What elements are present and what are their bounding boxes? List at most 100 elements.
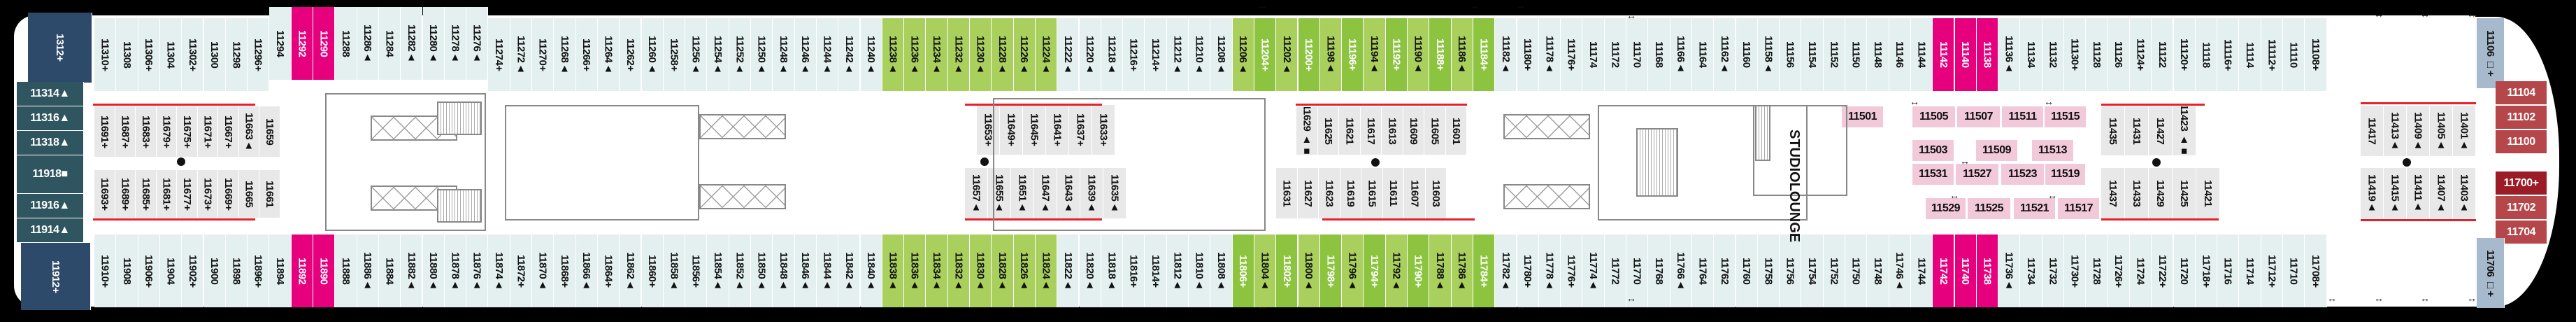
cabin-11685[interactable]: 11685+ (136, 170, 157, 218)
cabin-11854[interactable]: 11854▲ (707, 234, 729, 307)
cabin-11677[interactable]: 11677+ (177, 170, 198, 218)
cabin-11790[interactable]: 11790+ (1408, 234, 1430, 307)
cabin-11160[interactable]: 11160 (1736, 18, 1758, 91)
cabin-11166[interactable]: 11166▲ (1670, 18, 1692, 91)
studio-11503[interactable]: 11503 (1912, 140, 1954, 161)
cabin-11176[interactable]: 11176+ (1561, 18, 1583, 91)
cabin-11206[interactable]: 11206▲ (1232, 18, 1254, 91)
cabin-11142[interactable]: 11142 (1933, 18, 1955, 91)
cabin-11300[interactable]: 11300 (203, 18, 226, 91)
cabin-11631[interactable]: 11631 (1276, 168, 1298, 218)
cabin-11180[interactable]: 11180+ (1517, 18, 1539, 91)
cabin-11655[interactable]: 11655▲ (988, 168, 1011, 218)
cabin-11116[interactable]: 11116+ (2217, 18, 2240, 91)
cabin-11820[interactable]: 11820▲ (1079, 234, 1101, 307)
cabin-11898[interactable]: 11898 (225, 234, 248, 307)
cabin-11900[interactable]: 11900 (203, 234, 226, 307)
cabin-11708[interactable]: 11708+ (2305, 234, 2327, 307)
cabin-11816[interactable]: 11816+ (1123, 234, 1145, 307)
cabin-11647[interactable]: 11647▲ (1034, 168, 1057, 218)
cabin-11906[interactable]: 11906+ (138, 234, 160, 307)
cabin-11744[interactable]: 11744 (1910, 234, 1933, 307)
cabin-11657[interactable]: 11657▲ (965, 168, 988, 218)
cabin-11130[interactable]: 11130+ (2064, 18, 2087, 91)
cabin-11840[interactable]: 11840▲ (860, 234, 882, 307)
cabin-11222[interactable]: 11222▲ (1057, 18, 1080, 91)
cabin-11886[interactable]: 11886▲ (357, 234, 379, 307)
cabin-11429[interactable]: 11429 (2149, 168, 2173, 218)
cabin-11248[interactable]: 11248▲ (773, 18, 795, 91)
cabin-11156[interactable]: 11156 (1780, 18, 1802, 91)
cabin-11633[interactable]: 11633+ (1092, 105, 1115, 155)
cabin-11437[interactable]: 11437 (2101, 168, 2125, 218)
cabin-11170[interactable]: 11170 (1626, 18, 1649, 91)
cabin-11108[interactable]: 11108+ (2305, 18, 2327, 91)
studio-11513[interactable]: 11513 (2032, 140, 2074, 161)
studio-11507[interactable]: 11507 (1957, 106, 2001, 127)
cabin-11665[interactable]: 11665 (238, 170, 259, 218)
cabin-11826[interactable]: 11826▲ (1013, 234, 1036, 307)
cabin-11750[interactable]: 11750 (1845, 234, 1868, 307)
suite-11100[interactable]: 11100 (2496, 130, 2547, 153)
cabin-11150[interactable]: 11150 (1845, 18, 1868, 91)
cabin-11204[interactable]: 11204+ (1254, 18, 1277, 91)
cabin-11431[interactable]: 11431 (2125, 106, 2149, 155)
cabin-11262[interactable]: 11262+ (620, 18, 642, 91)
cabin-11712[interactable]: 11712+ (2261, 234, 2283, 307)
cabin-11619[interactable]: 11619 (1340, 168, 1361, 218)
cabin-11306[interactable]: 11306+ (138, 18, 160, 91)
cabin-11910[interactable]: 11910+ (94, 234, 117, 307)
cabin-11192[interactable]: 11192+ (1385, 18, 1408, 91)
cabin-11609[interactable]: 11609 (1403, 107, 1424, 155)
cabin-11814[interactable]: 11814+ (1145, 234, 1167, 307)
cabin-11714[interactable]: 11714 (2239, 234, 2261, 307)
cabin-11850[interactable]: 11850▲ (751, 234, 773, 307)
cabin-11722[interactable]: 11722+ (2152, 234, 2174, 307)
cabin-11288[interactable]: 11288 (335, 7, 357, 80)
cabin-11774[interactable]: 11774▲ (1582, 234, 1605, 307)
cabin-11649[interactable]: 11649+ (1000, 105, 1023, 155)
cabin-11427[interactable]: 11427 (2149, 106, 2173, 155)
cabin-11264[interactable]: 11264▲ (597, 18, 620, 91)
cabin-11876[interactable]: 11876▲ (466, 234, 489, 307)
cabin-11830[interactable]: 11830▲ (970, 234, 992, 307)
cabin-11804[interactable]: 11804▲ (1254, 234, 1277, 307)
cabin-11824[interactable]: 11824▲ (1035, 234, 1058, 307)
cabin-11304[interactable]: 11304 (159, 18, 183, 91)
cabin-11810[interactable]: 11810▲ (1189, 234, 1211, 307)
cabin-11718[interactable]: 11718+ (2195, 234, 2218, 307)
cabin-11754[interactable]: 11754 (1801, 234, 1824, 307)
cabin-11188[interactable]: 11188+ (1429, 18, 1452, 91)
cabin-11218[interactable]: 11218▲ (1101, 18, 1124, 91)
cabin-11892[interactable]: 11892 (291, 234, 313, 307)
suite-11314[interactable]: 11314▲ (17, 82, 84, 106)
cabin-11842[interactable]: 11842▲ (838, 234, 861, 307)
cabin-11280[interactable]: 11280▲ (422, 7, 445, 80)
cabin-11844[interactable]: 11844▲ (816, 234, 839, 307)
cabin-11894[interactable]: 11894 (269, 234, 292, 307)
cabin-11639[interactable]: 11639▲ (1080, 168, 1103, 218)
cabin-11768[interactable]: 11768 (1648, 234, 1670, 307)
cabin-11788[interactable]: 11788▲ (1429, 234, 1452, 307)
cabin-11403[interactable]: 11403▲ (2453, 168, 2476, 218)
cabin-11890[interactable]: 11890 (313, 234, 336, 307)
cabin-11298[interactable]: 11298 (225, 18, 248, 91)
cabin-11866[interactable]: 11866▲ (575, 234, 598, 307)
cabin-11122[interactable]: 11122 (2152, 18, 2174, 91)
cabin-11746[interactable]: 11746▲ (1889, 234, 1911, 307)
cabin-11778[interactable]: 11778▲ (1538, 234, 1561, 307)
cabin-11872[interactable]: 11872+ (510, 234, 532, 307)
cabin-11246[interactable]: 11246▲ (794, 18, 817, 91)
cabin-11896[interactable]: 11896+ (248, 234, 270, 307)
cabin-11168[interactable]: 11168 (1648, 18, 1670, 91)
cabin-11669[interactable]: 11669+ (218, 170, 239, 218)
cabin-11679[interactable]: 11679+ (156, 106, 177, 157)
cabin-11742[interactable]: 11742 (1933, 234, 1955, 307)
cabin-11874[interactable]: 11874▲ (488, 234, 510, 307)
cabin-11848[interactable]: 11848▲ (773, 234, 795, 307)
cabin-11720[interactable]: 11720 (2173, 234, 2196, 307)
cabin-11716[interactable]: 11716 (2217, 234, 2240, 307)
cabin-11645[interactable]: 11645+ (1023, 105, 1046, 155)
studio-11501[interactable]: 11501 (1842, 106, 1884, 127)
cabin-11120[interactable]: 11120+ (2173, 18, 2196, 91)
